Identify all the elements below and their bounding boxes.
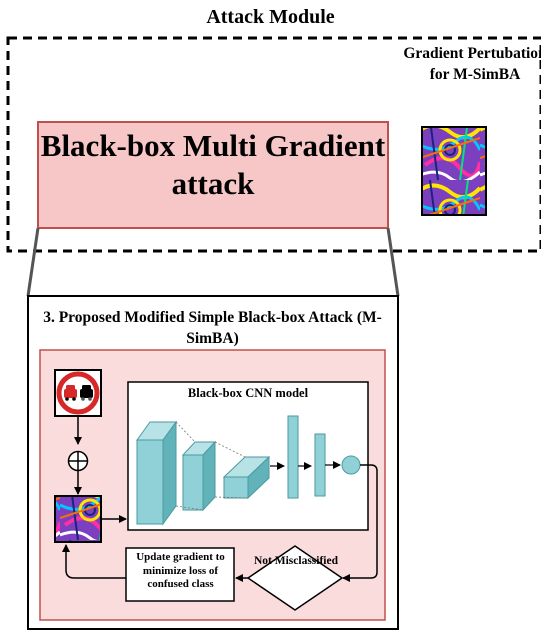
fc-layer-1 [287, 415, 299, 499]
cnn-layer-2 [181, 440, 217, 512]
arrow-output-to-decision [342, 464, 378, 582]
no-overtaking-sign-icon [54, 369, 102, 417]
m-simba-panel-title: 3. Proposed Modified Simple Black-box At… [43, 309, 382, 347]
gradient-perturbation-image [421, 126, 487, 216]
perturbed-input-image [54, 495, 102, 543]
update-gradient-box [125, 547, 235, 602]
cnn-projection-lines [175, 421, 249, 511]
output-node [341, 455, 361, 475]
zoom-line-right [386, 227, 400, 297]
cnn-layer-3 [222, 455, 271, 500]
fc-layer-2 [314, 433, 326, 497]
update-gradient-label: Update gradient to minimize loss of conf… [136, 551, 225, 590]
not-misclassified-label: Not Misclassified [253, 555, 338, 567]
cnn-layer-1 [136, 420, 177, 526]
circle-plus-icon [67, 450, 89, 472]
arrow-update-to-input [62, 544, 126, 579]
cnn-model-label: Black-box CNN model [187, 386, 309, 400]
black-box-multi-gradient-label: Black-box Multi Gradient attack [40, 128, 386, 201]
black-box-multi-gradient-block [37, 121, 389, 229]
gradient-perturbation-label: Gradient Pertubation for M-SimBA [403, 45, 541, 83]
decision-diamond [246, 545, 344, 611]
zoom-line-left [26, 227, 40, 297]
attack-module-border [6, 36, 541, 253]
attack-module-title: Attack Module [206, 6, 335, 28]
